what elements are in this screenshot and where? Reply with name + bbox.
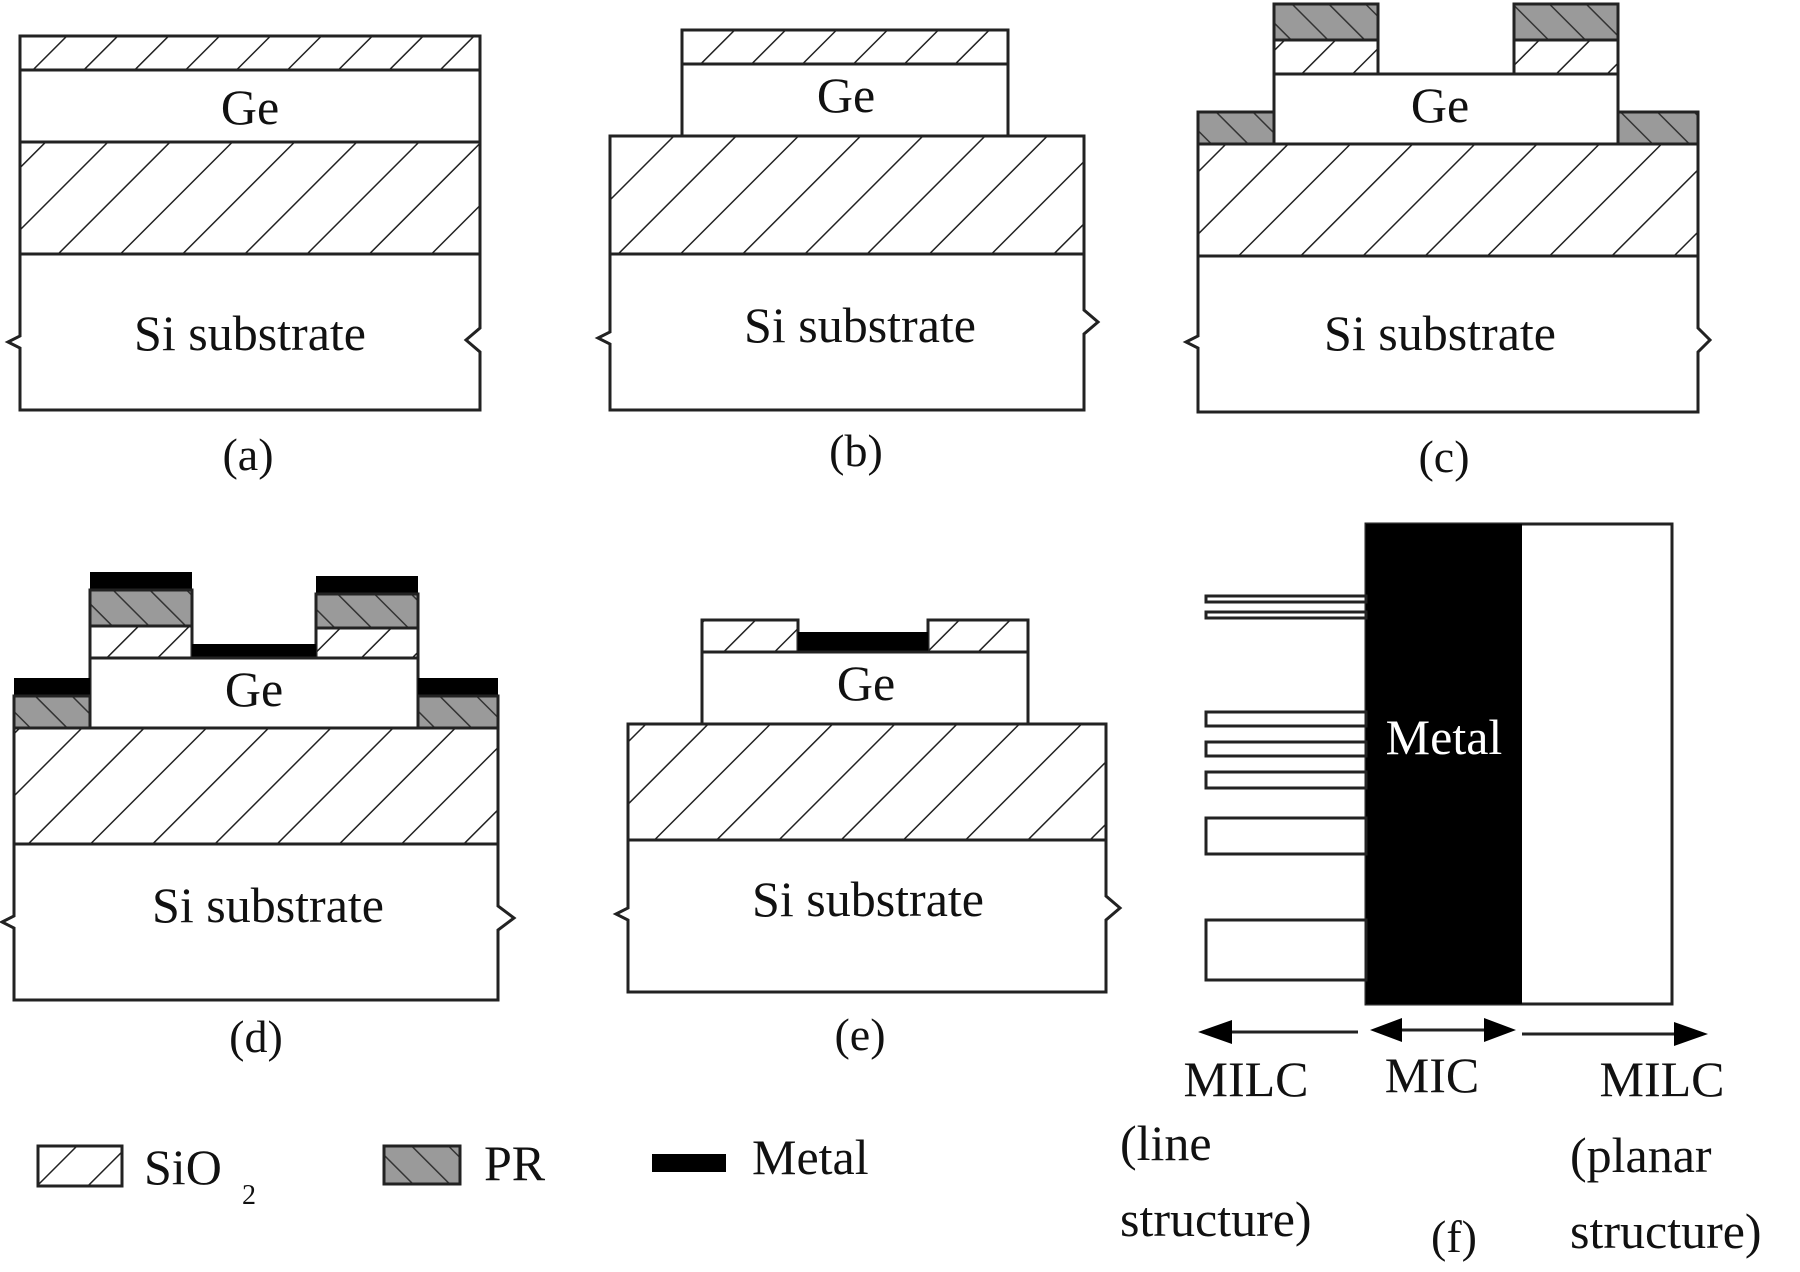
si-substrate-label: Si substrate (152, 877, 384, 933)
si-substrate (1182, 254, 1713, 414)
line-structure (1204, 594, 1368, 604)
sio2-right (314, 626, 420, 660)
panel-b: Ge Si substrate (b) (594, 28, 1101, 476)
sio2-buried-layer (12, 726, 500, 846)
sio2-left (700, 618, 800, 654)
line-structure (1204, 710, 1368, 728)
mic-label: MIC (1385, 1047, 1479, 1103)
sio2-left (88, 624, 194, 660)
metal-block-label: Metal (1386, 709, 1503, 765)
pr-side-left (1196, 110, 1276, 146)
sio2-buried-layer (18, 140, 482, 256)
panel-f: Metal MILC (line structure) MIC MILC (pl… (1120, 522, 1762, 1262)
pr-left (1272, 2, 1380, 42)
line-structure (1204, 816, 1368, 856)
panel-d: Ge Si substrate (d) (0, 572, 517, 1062)
milc-right-label: MILC (1600, 1051, 1725, 1107)
legend-metal-label: Metal (752, 1129, 869, 1185)
milc-left-sub1: (line (1120, 1115, 1212, 1171)
sio2-right (926, 618, 1030, 654)
metal-side-right (418, 678, 498, 696)
si-substrate (612, 838, 1123, 994)
panel-e: Ge Si substrate (e) (612, 618, 1123, 1060)
metal-block (1366, 524, 1522, 1004)
legend-sio2-label: SiO (144, 1139, 222, 1195)
si-substrate-label: Si substrate (752, 871, 984, 927)
milc-left-label: MILC (1184, 1051, 1309, 1107)
pr-right (1512, 2, 1620, 42)
sio2-left (1272, 38, 1380, 76)
milc-right-arrow (1522, 1022, 1708, 1046)
ge-layer (700, 650, 1030, 726)
sio2-right (1512, 38, 1620, 76)
ge-label: Ge (221, 79, 279, 135)
pr-left (88, 588, 194, 628)
si-substrate-label: Si substrate (744, 297, 976, 353)
line-structure (1204, 918, 1368, 982)
ge-label: Ge (817, 67, 875, 123)
legend-pr-label: PR (484, 1135, 546, 1191)
ge-layer (18, 68, 482, 144)
caption-e: (e) (834, 1009, 885, 1060)
ge-label: Ge (837, 655, 895, 711)
ge-label: Ge (1411, 77, 1469, 133)
line-structure (1204, 610, 1368, 620)
pr-side-right (1616, 110, 1700, 146)
mic-arrow (1370, 1018, 1516, 1042)
si-substrate-label: Si substrate (134, 305, 366, 361)
legend-sio2-swatch (36, 1144, 124, 1188)
si-substrate (594, 252, 1101, 412)
milc-right-sub2: structure) (1570, 1203, 1762, 1259)
si-substrate (4, 252, 482, 412)
sio2-top-layer (18, 34, 482, 72)
sio2-buried-layer (1196, 142, 1700, 258)
legend: SiO 2 PR Metal (36, 1129, 869, 1211)
caption-b: (b) (829, 425, 883, 476)
caption-d: (d) (229, 1011, 283, 1062)
si-substrate (0, 842, 517, 1002)
si-substrate-label: Si substrate (1324, 305, 1556, 361)
metal-window (192, 644, 316, 658)
metal-window (798, 632, 928, 652)
panel-a: Ge Si substrate (a) (4, 34, 482, 480)
sio2-buried-layer (626, 722, 1108, 842)
caption-f: (f) (1431, 1211, 1477, 1262)
line-structure (1204, 740, 1368, 758)
legend-sio2-subscript: 2 (242, 1180, 256, 1211)
pr-side-left (12, 694, 92, 730)
milc-left-sub2: structure) (1120, 1191, 1312, 1247)
ge-label: Ge (225, 661, 283, 717)
metal-side-left (14, 678, 90, 696)
panel-c: Ge Si substrate (c) (1182, 2, 1713, 482)
legend-metal-swatch (652, 1154, 726, 1172)
caption-c: (c) (1418, 431, 1469, 482)
line-structure (1204, 770, 1368, 790)
milc-right-sub1: (planar (1570, 1127, 1712, 1183)
sio2-top-layer (680, 28, 1010, 66)
pr-right (314, 592, 420, 630)
caption-a: (a) (222, 429, 273, 480)
metal-cap-left (90, 572, 192, 590)
milc-left-arrow (1198, 1020, 1358, 1044)
sio2-buried-layer (608, 134, 1086, 256)
pr-side-right (416, 694, 500, 730)
legend-pr-swatch (382, 1144, 462, 1186)
metal-cap-right (316, 576, 418, 594)
